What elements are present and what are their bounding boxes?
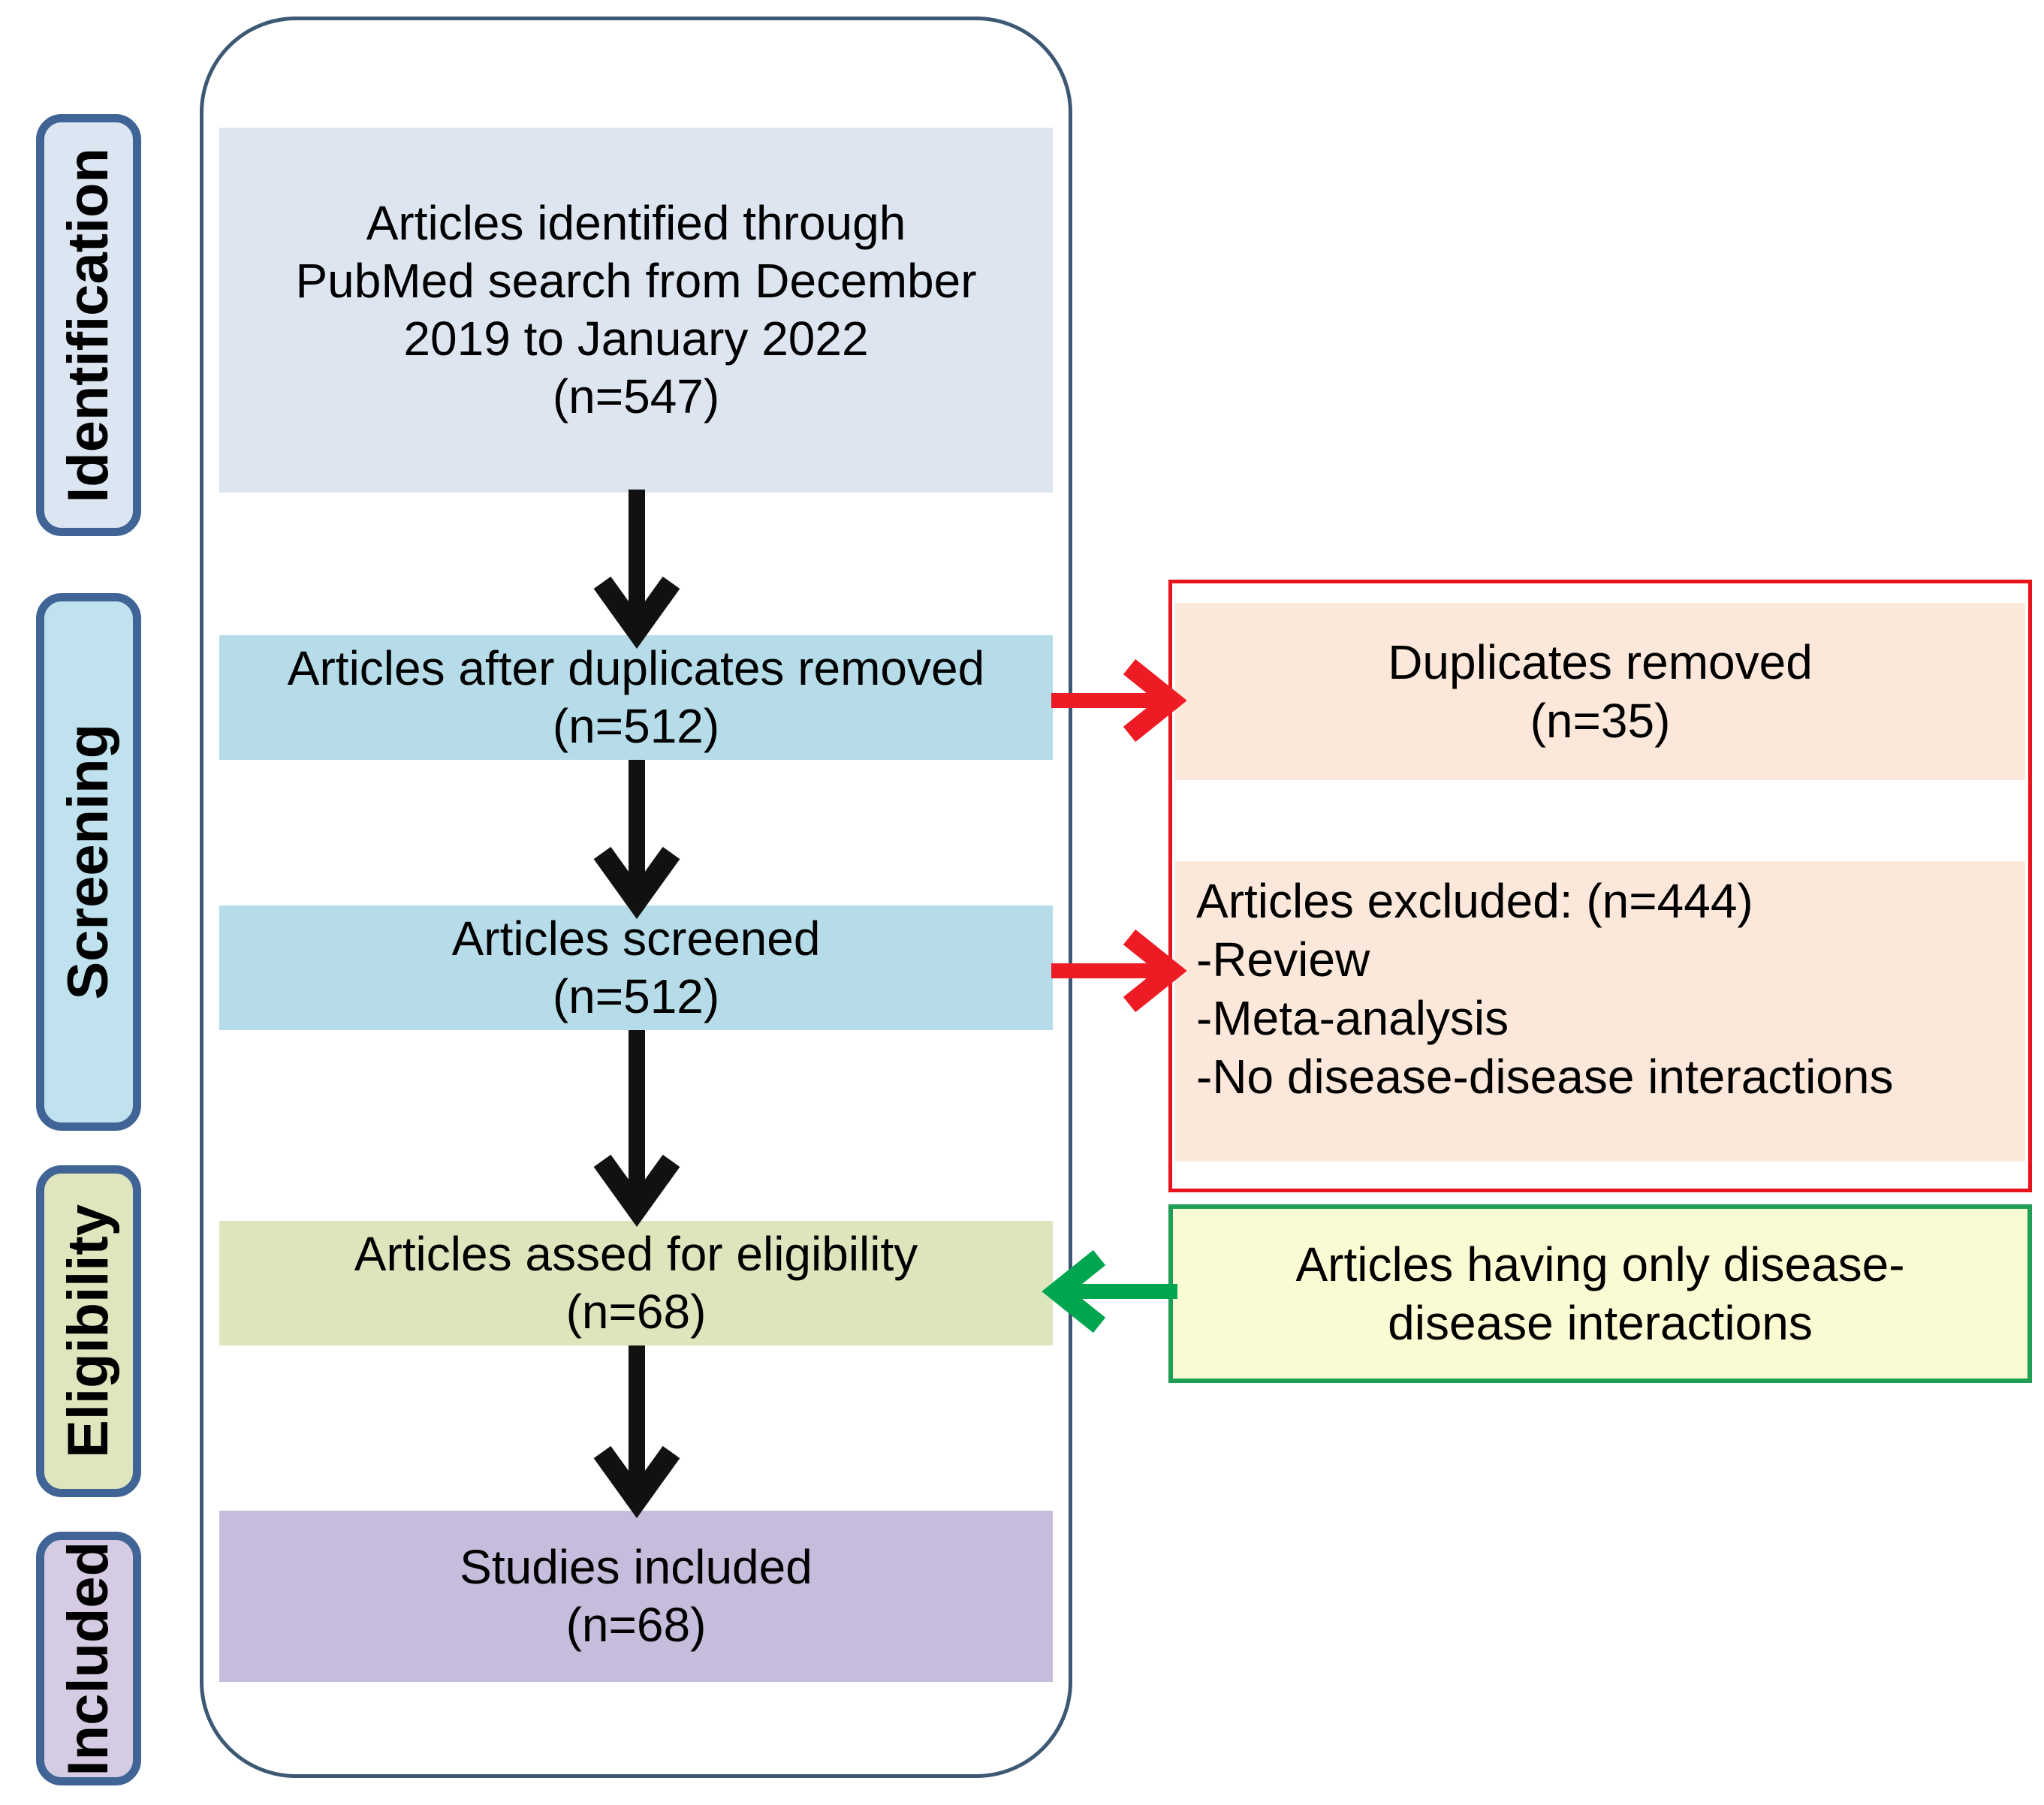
arrow-screened-to-excluded-icon (1051, 929, 1187, 1013)
only-disease-disease-line-2: disease interactions (1388, 1296, 1813, 1350)
studies-included-line-1: Studies included (460, 1540, 812, 1595)
articles-identified-count: (n=547) (552, 369, 720, 423)
arrow-screened-to-eligible-icon (593, 1030, 680, 1227)
arrow-onlydd-to-eligible-icon (1042, 1249, 1177, 1333)
flow-box-articles-screened: Articles screened (n=512) (219, 906, 1053, 1030)
stage-label-included-text: Included (56, 1541, 120, 1776)
articles-eligibility-count: (n=68) (565, 1285, 707, 1339)
flow-outer-container (200, 17, 1072, 1778)
articles-after-duplicates-count: (n=512) (552, 699, 720, 753)
side-box-only-disease-disease-interactions: Articles having only disease- disease in… (1168, 1204, 2032, 1383)
side-box-duplicates-removed: Duplicates removed (n=35) (1175, 603, 2025, 780)
flow-box-studies-included: Studies included (n=68) (219, 1511, 1053, 1682)
articles-identified-line-3: 2019 to January 2022 (403, 312, 869, 366)
articles-excluded-reason-review: -Review (1196, 933, 1370, 987)
stage-label-screening-text: Screening (56, 724, 120, 1000)
studies-included-count: (n=68) (565, 1598, 707, 1652)
only-disease-disease-line-1: Articles having only disease- (1295, 1237, 1905, 1291)
duplicates-removed-count: (n=35) (1530, 694, 1671, 748)
stage-label-screening: Screening (36, 593, 141, 1131)
articles-after-duplicates-line-1: Articles after duplicates removed (287, 641, 985, 696)
stage-label-eligibility-text: Eligibility (56, 1204, 120, 1458)
arrow-identified-to-dedup-icon (593, 490, 680, 649)
stage-label-included: Included (36, 1532, 141, 1785)
articles-excluded-heading: Articles excluded: (n=444) (1196, 874, 1753, 928)
exclusions-panel: Duplicates removed (n=35) Articles exclu… (1168, 580, 2032, 1192)
articles-excluded-reason-no-interactions: -No disease-disease interactions (1196, 1050, 1894, 1104)
stage-label-identification: Identification (36, 114, 141, 536)
side-box-articles-excluded: Articles excluded: (n=444) -Review -Meta… (1175, 861, 2025, 1162)
arrow-dedup-to-screened-icon (593, 760, 680, 919)
flow-box-articles-after-duplicates-removed: Articles after duplicates removed (n=512… (219, 635, 1053, 760)
articles-identified-line-2: PubMed search from December (295, 254, 977, 309)
arrow-eligible-to-included-icon (593, 1345, 680, 1518)
duplicates-removed-line-1: Duplicates removed (1388, 634, 1813, 689)
arrow-dedup-to-duplicates-icon (1051, 658, 1187, 743)
flow-box-articles-identified: Articles identified through PubMed searc… (219, 128, 1053, 493)
articles-screened-line-1: Articles screened (451, 912, 821, 966)
stage-label-identification-text: Identification (56, 147, 120, 503)
stage-label-eligibility: Eligibility (36, 1165, 141, 1497)
articles-eligibility-line-1: Articles assed for eligibility (354, 1227, 918, 1282)
flow-box-articles-assessed-for-eligibility: Articles assed for eligibility (n=68) (219, 1221, 1053, 1345)
articles-screened-count: (n=512) (552, 969, 720, 1023)
articles-identified-line-1: Articles identified through (366, 196, 906, 251)
articles-excluded-reason-meta-analysis: -Meta-analysis (1196, 991, 1509, 1046)
